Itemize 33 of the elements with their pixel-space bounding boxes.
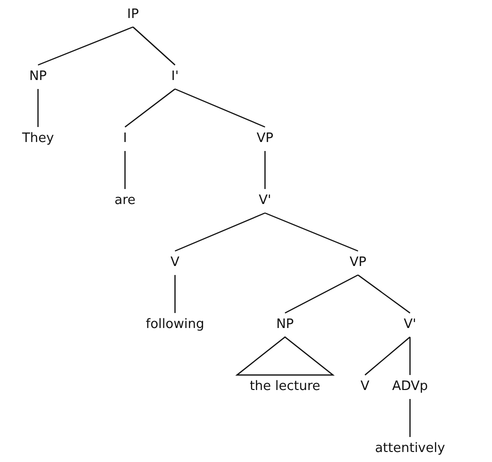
- tree-label: I: [122, 131, 128, 147]
- branch-line: [264, 212, 358, 252]
- tree-label: VP: [256, 131, 274, 147]
- branch-line: [124, 88, 176, 128]
- branch-line: [37, 89, 39, 127]
- tree-label: following: [144, 317, 206, 333]
- tree-label: V': [258, 193, 272, 209]
- tree-label: NP: [275, 317, 295, 333]
- branch-line: [124, 151, 126, 189]
- tree-label: are: [113, 193, 137, 209]
- branch-line: [174, 88, 266, 128]
- branch-line: [132, 26, 176, 66]
- tree-label: NP: [28, 69, 48, 85]
- tree-label: V': [402, 317, 418, 333]
- tree-label: attentively: [374, 441, 446, 457]
- tree-label: ADVp: [391, 379, 429, 395]
- branch-line: [364, 336, 410, 376]
- triangle-branch: [235, 336, 335, 376]
- tree-label: I': [170, 69, 180, 85]
- branch-line: [38, 26, 134, 66]
- branch-line: [174, 275, 176, 313]
- tree-label: V: [170, 255, 180, 271]
- branch-line: [264, 151, 266, 189]
- branch-line: [174, 212, 266, 252]
- branch-line: [284, 274, 358, 314]
- branch-line: [409, 399, 411, 437]
- tree-label: VP: [348, 255, 368, 271]
- branch-line: [358, 274, 410, 314]
- branch-line: [409, 337, 411, 375]
- tree-label: They: [21, 131, 55, 147]
- tree-label: V: [360, 379, 370, 395]
- tree-label: the lecture: [248, 379, 322, 395]
- tree-label: IP: [126, 7, 140, 23]
